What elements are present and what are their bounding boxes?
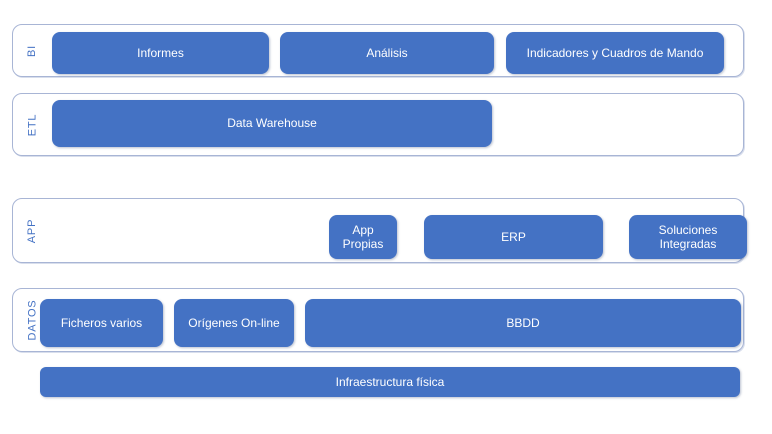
box-app-propias: App Propias: [329, 215, 397, 259]
box-indicadores-cuadros-mando: Indicadores y Cuadros de Mando: [506, 32, 724, 74]
layer-container-app: APP App Propias ERP Soluciones Integrada…: [12, 198, 747, 263]
base-bar-label: Infraestructura física: [335, 375, 445, 389]
box-data-warehouse: Data Warehouse: [52, 100, 492, 147]
layer-label-wrap-etl: ETL: [13, 94, 51, 155]
box-erp: ERP: [424, 215, 603, 259]
box-informes: Informes: [52, 32, 269, 74]
box-bbdd-label: BBDD: [506, 315, 540, 330]
box-soluciones-label: Soluciones Integradas: [658, 222, 718, 251]
box-app-propias-label: App Propias: [342, 222, 384, 251]
base-bar-infraestructura: Infraestructura física: [40, 367, 740, 397]
box-ficheros-varios: Ficheros varios: [40, 299, 163, 347]
layer-container-etl: ETL Data Warehouse: [12, 93, 744, 156]
layer-label-datos: DATOS: [26, 299, 39, 341]
layer-container-datos: DATOS Ficheros varios Orígenes On-line B…: [12, 288, 744, 352]
box-analisis-label: Análisis: [366, 45, 408, 60]
layer-label-etl: ETL: [25, 113, 38, 136]
box-ficheros-label: Ficheros varios: [60, 315, 143, 330]
layer-label-wrap-app: APP: [13, 199, 51, 262]
box-origenes-online: Orígenes On-line: [174, 299, 294, 347]
box-bbdd: BBDD: [305, 299, 741, 347]
box-origenes-label: Orígenes On-line: [188, 315, 280, 330]
box-indicadores-label: Indicadores y Cuadros de Mando: [526, 45, 704, 60]
layer-label-wrap-bi: BI: [13, 25, 51, 76]
layer-label-app: APP: [25, 218, 38, 243]
box-soluciones-integradas: Soluciones Integradas: [629, 215, 747, 259]
box-analisis: Análisis: [280, 32, 494, 74]
layer-container-bi: BI Informes Análisis Indicadores y Cuadr…: [12, 24, 744, 77]
box-data-warehouse-label: Data Warehouse: [227, 116, 317, 131]
box-informes-label: Informes: [137, 45, 184, 60]
box-erp-label: ERP: [501, 229, 526, 244]
layer-label-bi: BI: [26, 44, 38, 57]
